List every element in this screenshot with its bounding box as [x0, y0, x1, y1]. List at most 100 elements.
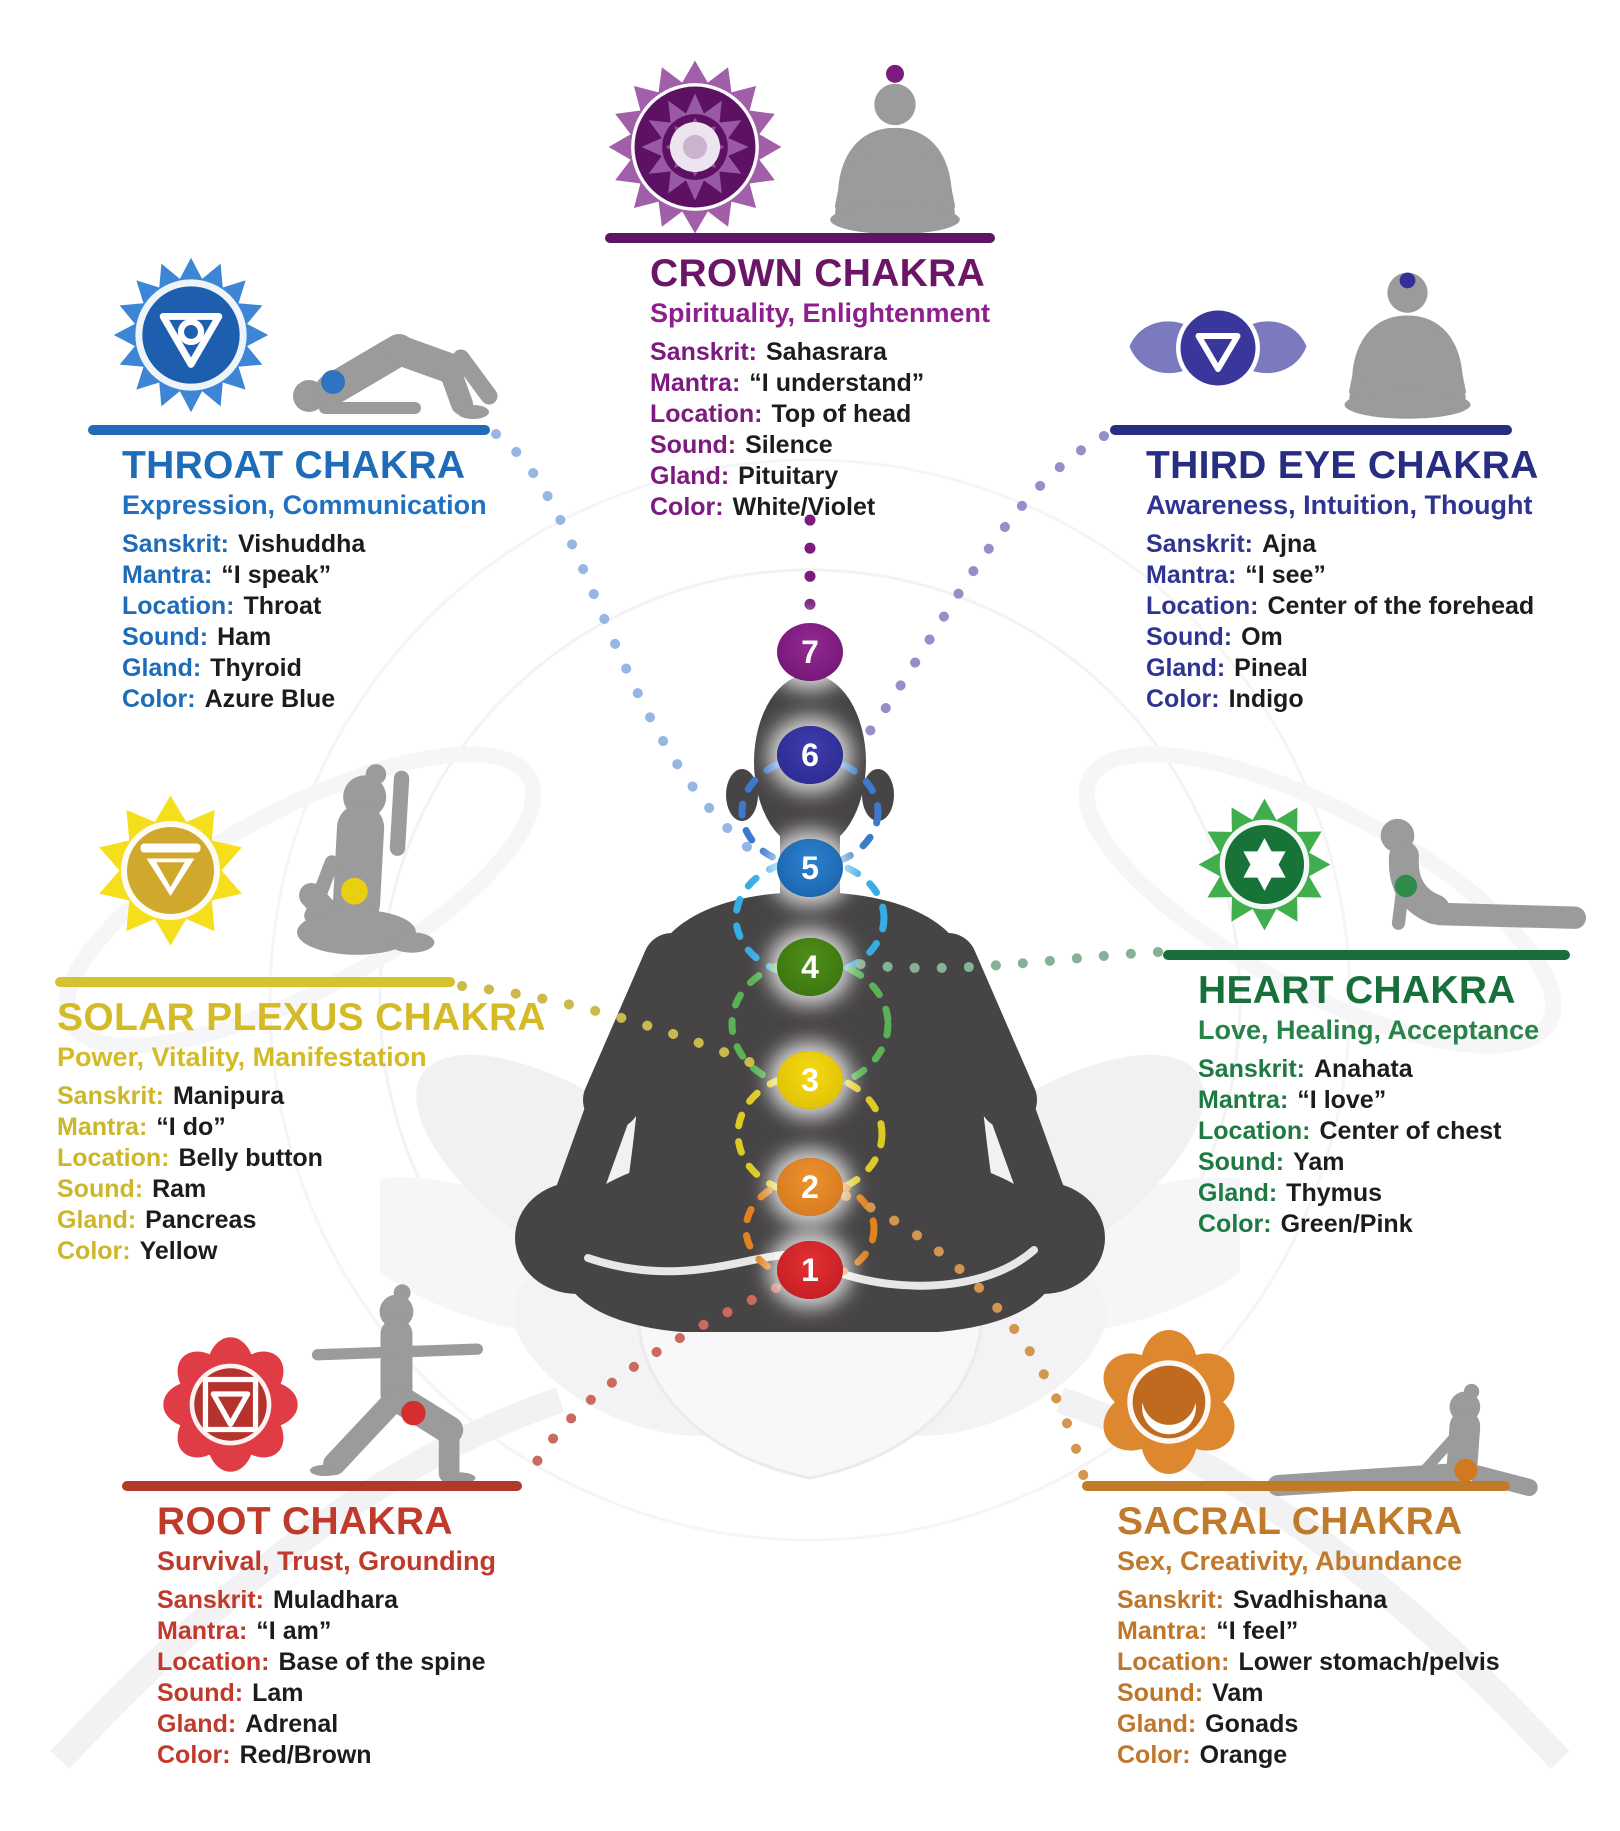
- gland-value: Thyroid: [210, 654, 302, 682]
- gland-value: Pineal: [1234, 654, 1308, 682]
- sound-label: Sound:: [57, 1175, 144, 1203]
- gland-label: Gland:: [157, 1710, 237, 1738]
- root-subtitle: Survival, Trust, Grounding: [157, 1546, 497, 1576]
- color-value: Green/Pink: [1280, 1210, 1413, 1238]
- color-label: Color:: [1146, 685, 1220, 713]
- root-divider: [122, 1481, 522, 1491]
- root-mantra-row: Mantra:“I am”: [157, 1616, 486, 1647]
- solar-plexus-pose-dot: [341, 877, 368, 905]
- sanskrit-value: Muladhara: [272, 1586, 399, 1614]
- solar-plexus-color-row: Color:Yellow: [57, 1236, 323, 1267]
- sanskrit-label: Sanskrit:: [122, 530, 229, 558]
- location-label: Location:: [157, 1648, 270, 1676]
- color-value: Indigo: [1228, 685, 1304, 713]
- crown-pose-dot: [886, 64, 904, 83]
- sacral-chakra-section: SACRAL CHAKRA Sex, Creativity, Abundance…: [1080, 1270, 1540, 1810]
- mantra-value: “I understand”: [749, 369, 925, 397]
- gland-value: Thymus: [1286, 1179, 1383, 1207]
- sound-value: Ram: [152, 1175, 207, 1203]
- center-chakra-1-root: 1: [777, 1241, 843, 1299]
- third-eye-chakra-section: THIRD EYE CHAKRA Awareness, Intuition, T…: [1105, 240, 1575, 720]
- center-chakra-6-third-eye: 6: [777, 726, 843, 784]
- third-eye-mantra-row: Mantra:“I see”: [1146, 560, 1534, 591]
- heart-chakra-icon: [1198, 798, 1331, 931]
- gland-value: Adrenal: [245, 1710, 339, 1738]
- location-label: Location:: [57, 1144, 170, 1172]
- sanskrit-value: Anahata: [1313, 1055, 1413, 1083]
- third-eye-sound-row: Sound:Om: [1146, 622, 1534, 653]
- sacral-divider: [1082, 1481, 1510, 1491]
- throat-chakra-section: THROAT CHAKRA Expression, Communication …: [88, 240, 528, 720]
- root-chakra-icon: [163, 1337, 298, 1472]
- root-title: ROOT CHAKRA: [157, 1500, 453, 1543]
- root-sanskrit-row: Sanskrit:Muladhara: [157, 1585, 486, 1616]
- solar-plexus-chakra-icon: [99, 795, 242, 946]
- third-eye-title: THIRD EYE CHAKRA: [1146, 444, 1539, 487]
- crown-mantra-row: Mantra: “I understand”: [650, 368, 924, 399]
- sanskrit-value: Sahasrara: [765, 338, 887, 366]
- gland-label: Gland:: [1117, 1710, 1197, 1738]
- ring-6-5: [738, 754, 882, 870]
- root-sound-row: Sound:Lam: [157, 1678, 486, 1709]
- solar-plexus-sanskrit-row: Sanskrit:Manipura: [57, 1081, 323, 1112]
- ring-5-4: [732, 856, 888, 980]
- throat-gland-row: Gland:Thyroid: [122, 653, 365, 684]
- throat-dotted-connector: [491, 429, 763, 861]
- sanskrit-label: Sanskrit:: [1117, 1586, 1224, 1614]
- color-label: Color:: [1198, 1210, 1272, 1238]
- sacral-mantra-row: Mantra:“I feel”: [1117, 1616, 1500, 1647]
- gland-label: Gland:: [1198, 1179, 1278, 1207]
- throat-pose-figure: [293, 334, 498, 419]
- mantra-label: Mantra:: [57, 1113, 148, 1141]
- root-pose-figure: [310, 1284, 483, 1484]
- sanskrit-label: Sanskrit:: [1198, 1055, 1305, 1083]
- sound-value: Vam: [1212, 1679, 1264, 1707]
- sound-label: Sound:: [122, 623, 209, 651]
- sound-label: Sound:: [1198, 1148, 1285, 1176]
- mantra-label: Mantra:: [650, 369, 741, 397]
- crown-pose-figure: [830, 64, 960, 235]
- crown-color-row: Color: White/Violet: [650, 492, 924, 523]
- gland-label: Gland:: [650, 462, 730, 490]
- root-dotted-connector: [523, 1283, 781, 1483]
- sacral-pose-dot: [1454, 1458, 1478, 1482]
- center-chakra-5-throat: 5: [777, 839, 843, 897]
- color-value: Yellow: [139, 1237, 218, 1265]
- throat-sound-row: Sound:Ham: [122, 622, 365, 653]
- third-eye-gland-row: Gland: Pineal: [1146, 653, 1534, 684]
- sacral-dotted-connector: [841, 1191, 1089, 1483]
- heart-location-row: Location:Center of chest: [1198, 1116, 1501, 1147]
- sacral-sanskrit-row: Sanskrit:Svadhishana: [1117, 1585, 1500, 1616]
- color-value: Azure Blue: [204, 685, 336, 713]
- third-eye-details: Sanskrit:Ajna Mantra:“I see” Location:Ce…: [1146, 529, 1534, 715]
- throat-color-row: Color:Azure Blue: [122, 684, 365, 715]
- color-label: Color:: [650, 493, 724, 521]
- color-value: White/Violet: [732, 493, 876, 521]
- solar-plexus-gland-row: Gland:Pancreas: [57, 1205, 323, 1236]
- color-value: Red/Brown: [239, 1741, 372, 1769]
- mantra-value: “I do”: [156, 1113, 226, 1141]
- mantra-value: “I am”: [256, 1617, 332, 1645]
- solar-plexus-details: Sanskrit:Manipura Mantra: “I do” Location…: [57, 1081, 323, 1267]
- gland-label: Gland:: [1146, 654, 1226, 682]
- sacral-location-row: Location:Lower stomach/pelvis: [1117, 1647, 1500, 1678]
- root-pose-dot: [401, 1400, 426, 1426]
- gland-value: Pituitary: [738, 462, 839, 490]
- sound-label: Sound:: [650, 431, 737, 459]
- sacral-details: Sanskrit:Svadhishana Mantra:“I feel” Loc…: [1117, 1585, 1500, 1771]
- sacral-color-row: Color:Orange: [1117, 1740, 1500, 1771]
- location-value: Base of the spine: [278, 1648, 486, 1676]
- crown-gland-row: Gland: Pituitary: [650, 461, 924, 492]
- throat-pose-dot: [321, 370, 345, 394]
- sacral-chakra-icon: [1103, 1330, 1235, 1474]
- mantra-label: Mantra:: [122, 561, 213, 589]
- sanskrit-value: Vishuddha: [237, 530, 366, 558]
- solar-plexus-pose-figure: [297, 764, 435, 955]
- solar-plexus-location-row: Location:Belly button: [57, 1143, 323, 1174]
- throat-mantra-row: Mantra:“I speak”: [122, 560, 365, 591]
- center-chakra-2-sacral: 2: [777, 1158, 843, 1216]
- third-eye-pose-figure: [1344, 272, 1471, 419]
- heart-dotted-connector: [847, 947, 1163, 974]
- third-eye-color-row: Color: Indigo: [1146, 684, 1534, 715]
